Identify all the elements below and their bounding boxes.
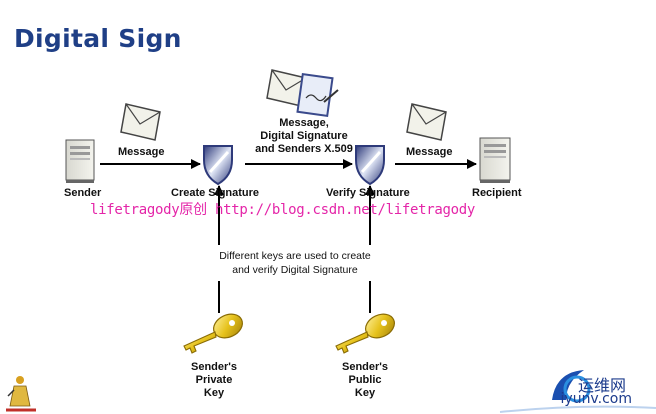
edge-label-line: and Senders X.509 (255, 143, 353, 155)
certificate-icon (296, 72, 339, 118)
footer-brand: 运维网 (577, 376, 626, 395)
key-label-line: Private (195, 374, 233, 386)
key-label-line: Key (203, 387, 225, 399)
recipient-server-icon (479, 137, 511, 183)
envelope-icon-right (406, 103, 447, 141)
footer-url: iyunv.com (560, 391, 632, 407)
private-key-icon (183, 313, 243, 354)
node-label-create-signature: Create Signature (171, 187, 260, 199)
edge-label-message-center: Message, Digital Signature and Senders X… (240, 117, 368, 156)
edge-label-line: Digital Signature (260, 130, 348, 142)
sender-server-icon (65, 139, 95, 183)
watermark-text: lifetragody原创 http://blog.csdn.net/lifet… (90, 202, 476, 218)
decoration-figure-icon (6, 376, 36, 412)
key-label-line: Public (348, 374, 382, 386)
node-label-sender: Sender (64, 187, 102, 199)
node-label-recipient: Recipient (472, 187, 522, 199)
note-line: Different keys are used to create (219, 250, 371, 262)
edge-label-message-right: Message (406, 146, 453, 158)
public-key-icon (335, 313, 395, 354)
note-text: Different keys are used to create and ve… (206, 249, 384, 277)
key-label-line: Sender's (190, 361, 238, 373)
note-line: and verify Digital Signature (232, 264, 358, 276)
edge-label-line: Message, (279, 117, 329, 129)
key-label-line: Sender's (341, 361, 389, 373)
page-title: Digital Sign (14, 24, 182, 53)
create-signature-shield-icon (203, 145, 233, 186)
envelope-icon-left (120, 103, 161, 141)
public-key-label: Sender's Public Key (335, 361, 395, 400)
key-label-line: Key (354, 387, 376, 399)
iyunv-logo-icon (499, 370, 656, 413)
node-label-verify-signature: Verify Signature (326, 187, 410, 199)
edge-label-message-left: Message (118, 146, 165, 158)
private-key-label: Sender's Private Key (184, 361, 244, 400)
verify-signature-shield-icon (355, 145, 385, 186)
